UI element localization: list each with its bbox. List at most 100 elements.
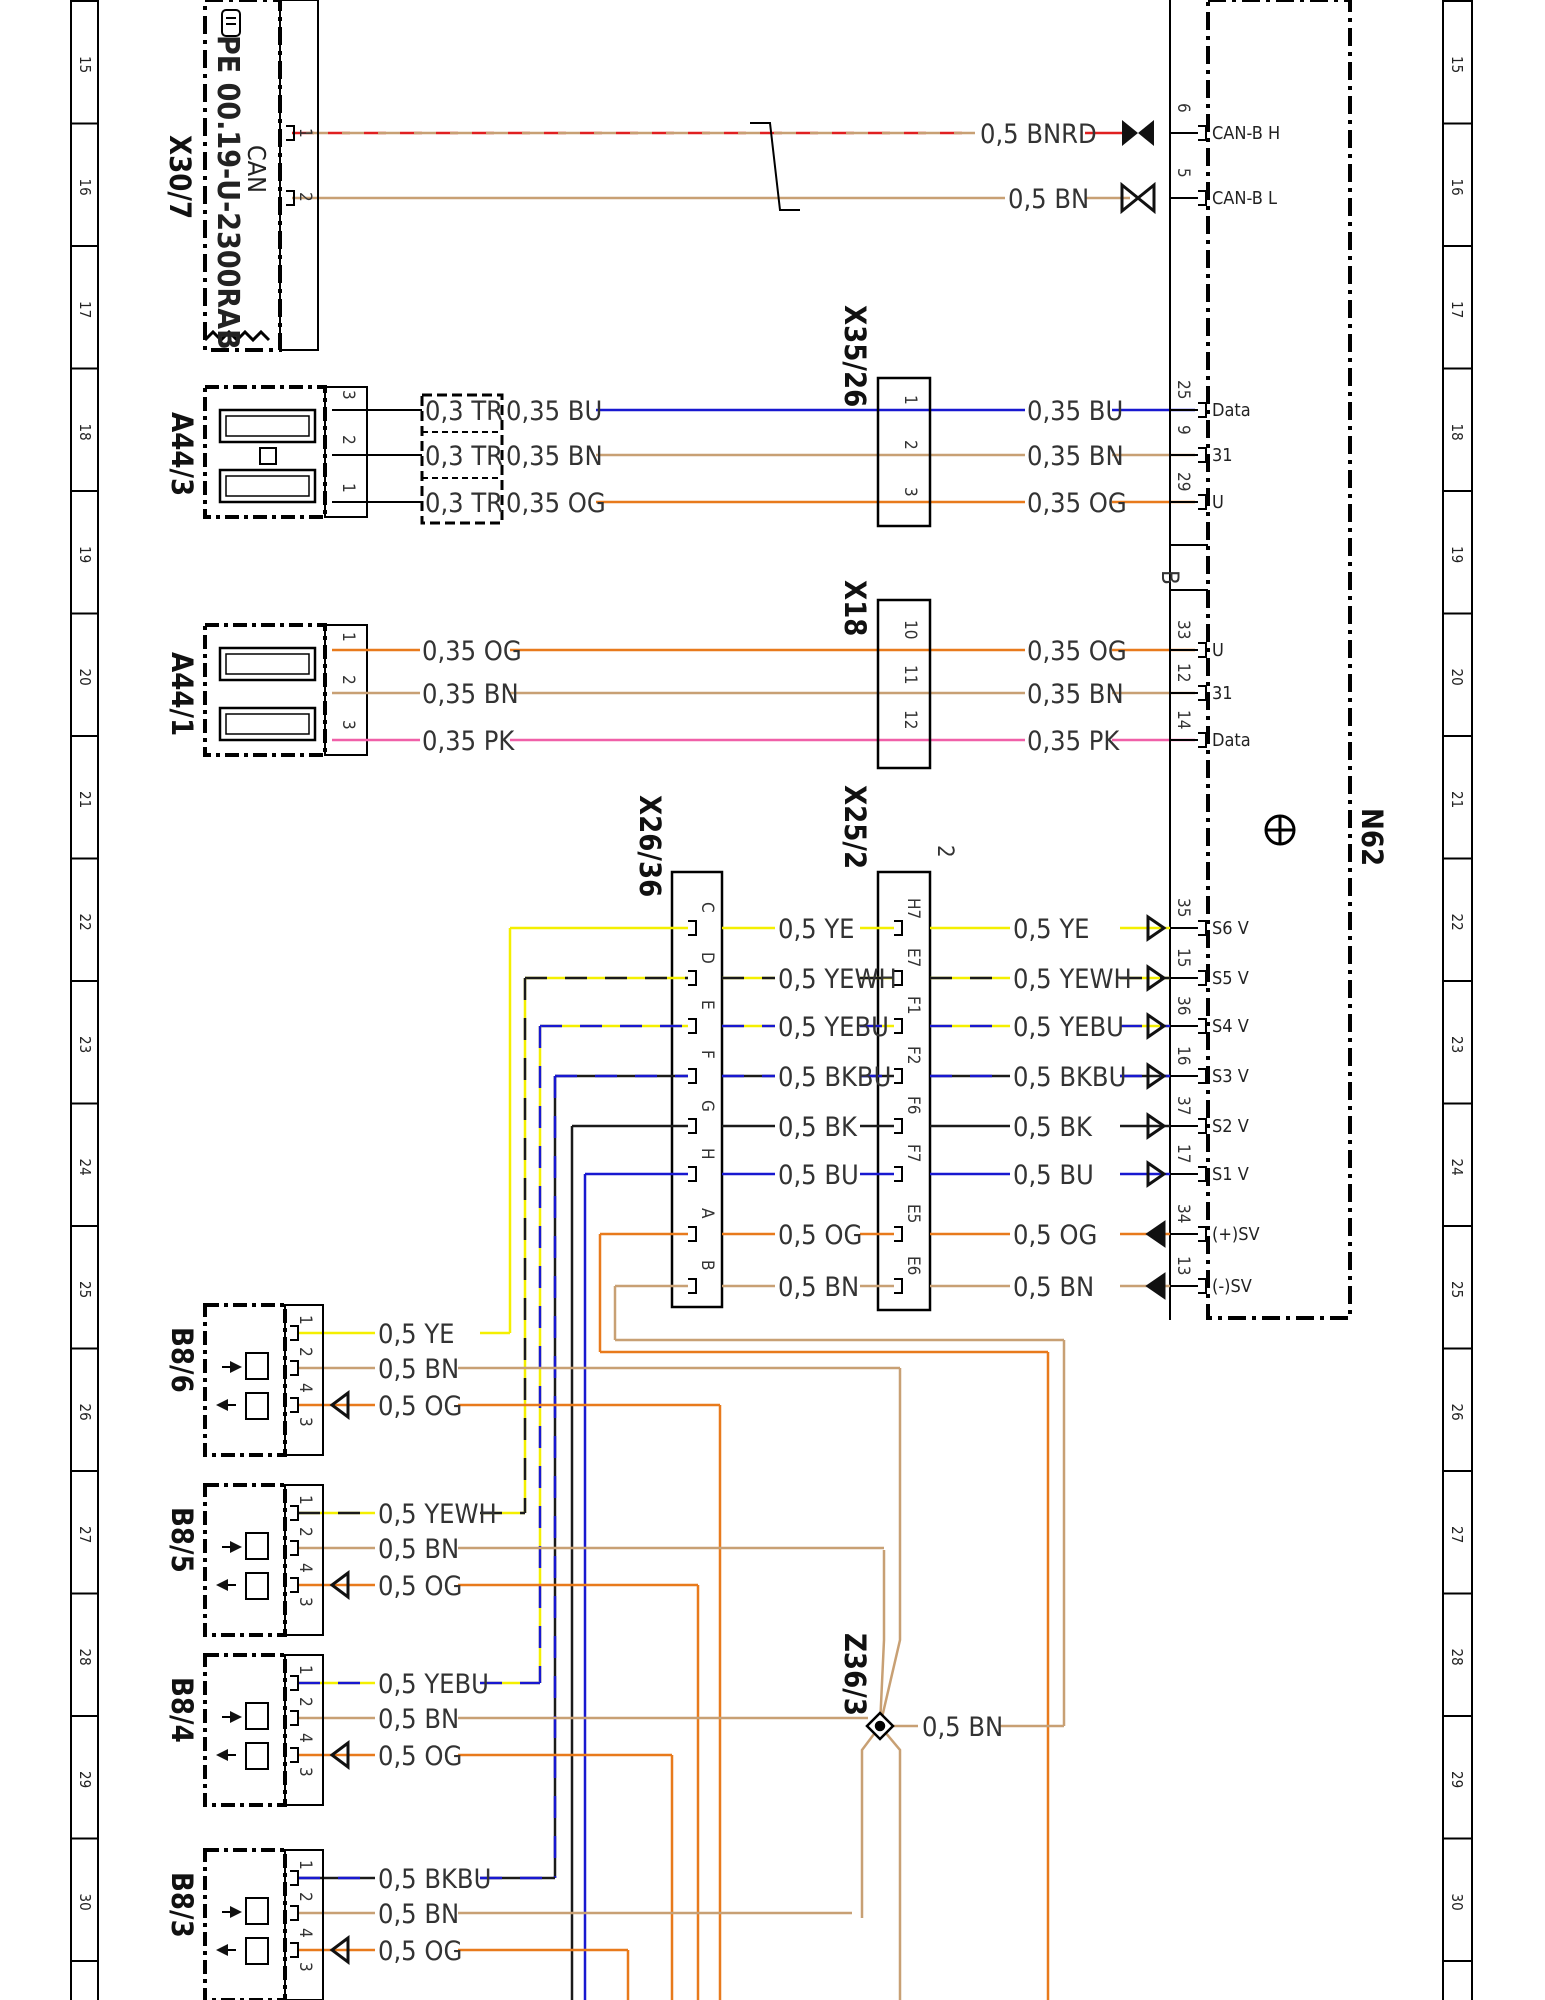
n62-pin-signal: CAN-B H [1212, 123, 1280, 144]
supply-arrow-icon [329, 1935, 350, 1965]
rail-number-left: 19 [76, 546, 94, 563]
n62-pin-signal: S2 V [1212, 1116, 1249, 1137]
rail-number-right: 24 [1448, 1159, 1466, 1176]
x26-36-pin-label: B [697, 1260, 717, 1271]
hall-element-icon [245, 1572, 269, 1600]
sensor-body [203, 1653, 287, 1807]
wire-label-right: 0,5 BN [1013, 1272, 1094, 1303]
sensor-pin-label: 4 [295, 1563, 315, 1573]
x35-26-pin-2: 2 [900, 440, 920, 450]
rail-number-left: 20 [76, 669, 94, 686]
rail-number-left: 22 [76, 914, 94, 931]
x26-36-pin-contact [688, 1118, 697, 1134]
rail-number-right: 29 [1448, 1771, 1466, 1788]
x26-36-pin-label: F [697, 1050, 717, 1059]
x26-36-pin-label: C [697, 902, 717, 913]
hall-element-icon [245, 1937, 269, 1965]
wire-label-tr-3: 0,3 TR [425, 488, 503, 519]
x25-2-pin-contact [894, 1166, 903, 1182]
n62-pin-signal: CAN-B L [1212, 188, 1277, 209]
n62-pin-contact [1198, 920, 1207, 936]
wire-label-mid: 0,5 BN [778, 1272, 859, 1303]
tr-stub-lines [332, 409, 502, 503]
n62-pin-contact [1198, 1068, 1207, 1084]
hand-pointer-icon [221, 9, 241, 37]
sensor-pin-contact [290, 1325, 299, 1341]
diagnosis-icon [1264, 814, 1296, 846]
sensor-bn-wire-label: 0,5 BN [378, 1354, 459, 1385]
n62-pin-contact [1198, 125, 1207, 141]
a44-1-pin-3: 3 [338, 720, 358, 730]
sensor-pin-label: 3 [295, 1767, 315, 1777]
x26-36-pin-label: E [697, 1000, 717, 1010]
hall-element-icon [245, 1702, 269, 1730]
sensor-pin-contact [290, 1675, 299, 1691]
n62-pin-number: 36 [1173, 996, 1193, 1015]
x35-26-body [876, 376, 932, 528]
n62-pin-signal: U [1212, 492, 1224, 513]
x26-36-pin-contact [688, 1018, 697, 1034]
wire-label-a44-3-bu-r: 0,35 BU [1027, 396, 1123, 427]
sensor-pin-label: 1 [295, 1665, 315, 1675]
n62-pin-number: 15 [1173, 948, 1193, 967]
wire-label-a44-3-bu: 0,35 BU [506, 396, 602, 427]
wire-label-a44-3-bn: 0,35 BN [506, 441, 603, 472]
can-bus-wires [292, 122, 1130, 211]
wire-label-tr-1: 0,3 TR [425, 396, 503, 427]
signal-direction-arrow-icon [1145, 1220, 1166, 1248]
x30-7-label: X30/7 [163, 135, 197, 219]
hall-element-icon [245, 1392, 269, 1420]
sensor-pin-label: 2 [295, 1892, 315, 1902]
hall-element-icon [245, 1742, 269, 1770]
sensor-pin-label: 3 [295, 1417, 315, 1427]
n62-pin-signal: Data [1212, 730, 1251, 751]
x35-26-label: X35/26 [838, 305, 872, 407]
sensor-pin-contact [290, 1942, 299, 1958]
sensor-label: B8/5 [165, 1507, 199, 1573]
x26-36-pin-label: A [697, 1208, 717, 1219]
x26-36-pin-label: D [697, 952, 717, 964]
x18-pin-10: 10 [900, 620, 920, 639]
x35-26-pin-3: 3 [900, 487, 920, 497]
sensor-pin-label: 3 [295, 1597, 315, 1607]
rail-number-left: 25 [76, 1281, 94, 1298]
x25-2-pin-label: F1 [903, 996, 923, 1015]
z36-3-label: Z36/3 [838, 1633, 872, 1716]
rail-number-right: 15 [1448, 56, 1466, 73]
rail-number-left: 29 [76, 1771, 94, 1788]
rail-number-right: 18 [1448, 424, 1466, 441]
hall-element-icon [245, 1897, 269, 1925]
rail-number-right: 26 [1448, 1404, 1466, 1421]
x25-2-pin-contact [894, 1278, 903, 1294]
x25-2-suffix: 2 [932, 845, 957, 858]
supply-arrow-icon [329, 1740, 350, 1770]
sensor-pin-contact [290, 1360, 299, 1376]
sensor-body [203, 1848, 287, 2000]
signal-direction-arrow-icon [1145, 1272, 1166, 1300]
a44-1-pin-1: 1 [338, 632, 358, 642]
x25-2-pin-contact [894, 970, 903, 986]
x30-7-pins [286, 125, 295, 206]
hall-element-icon [245, 1352, 269, 1380]
x30-7-can-label: CAN [242, 145, 271, 193]
sensor-pin-label: 4 [295, 1733, 315, 1743]
x26-36-pin-contact [688, 1278, 697, 1294]
n62-pin-contact [1198, 402, 1207, 418]
sensor-pin-label: 4 [295, 1383, 315, 1393]
wire-label-right: 0,5 OG [1013, 1220, 1097, 1251]
sensor-pin-contact [290, 1540, 299, 1556]
wire-label-right: 0,5 BKBU [1013, 1062, 1126, 1093]
sensor-pin-label: 4 [295, 1928, 315, 1938]
n62-section: B [1156, 570, 1184, 585]
bn-splice-lead [878, 1368, 902, 1727]
x25-2-pin-label: F6 [903, 1096, 923, 1115]
bn-splice-lead [878, 1550, 886, 1727]
twisted-pair-connector-icon [1120, 120, 1156, 215]
signal-direction-arrow-icon [1146, 1160, 1167, 1188]
wire-label-can-h: 0,5 BNRD [980, 119, 1097, 150]
n62-pin-signal: S1 V [1212, 1164, 1249, 1185]
n62-pin-number: 5 [1173, 168, 1193, 178]
supply-arrow-icon [329, 1570, 350, 1600]
n62-pin-number: 17 [1173, 1144, 1193, 1163]
sensor-pin-contact [290, 1870, 299, 1886]
